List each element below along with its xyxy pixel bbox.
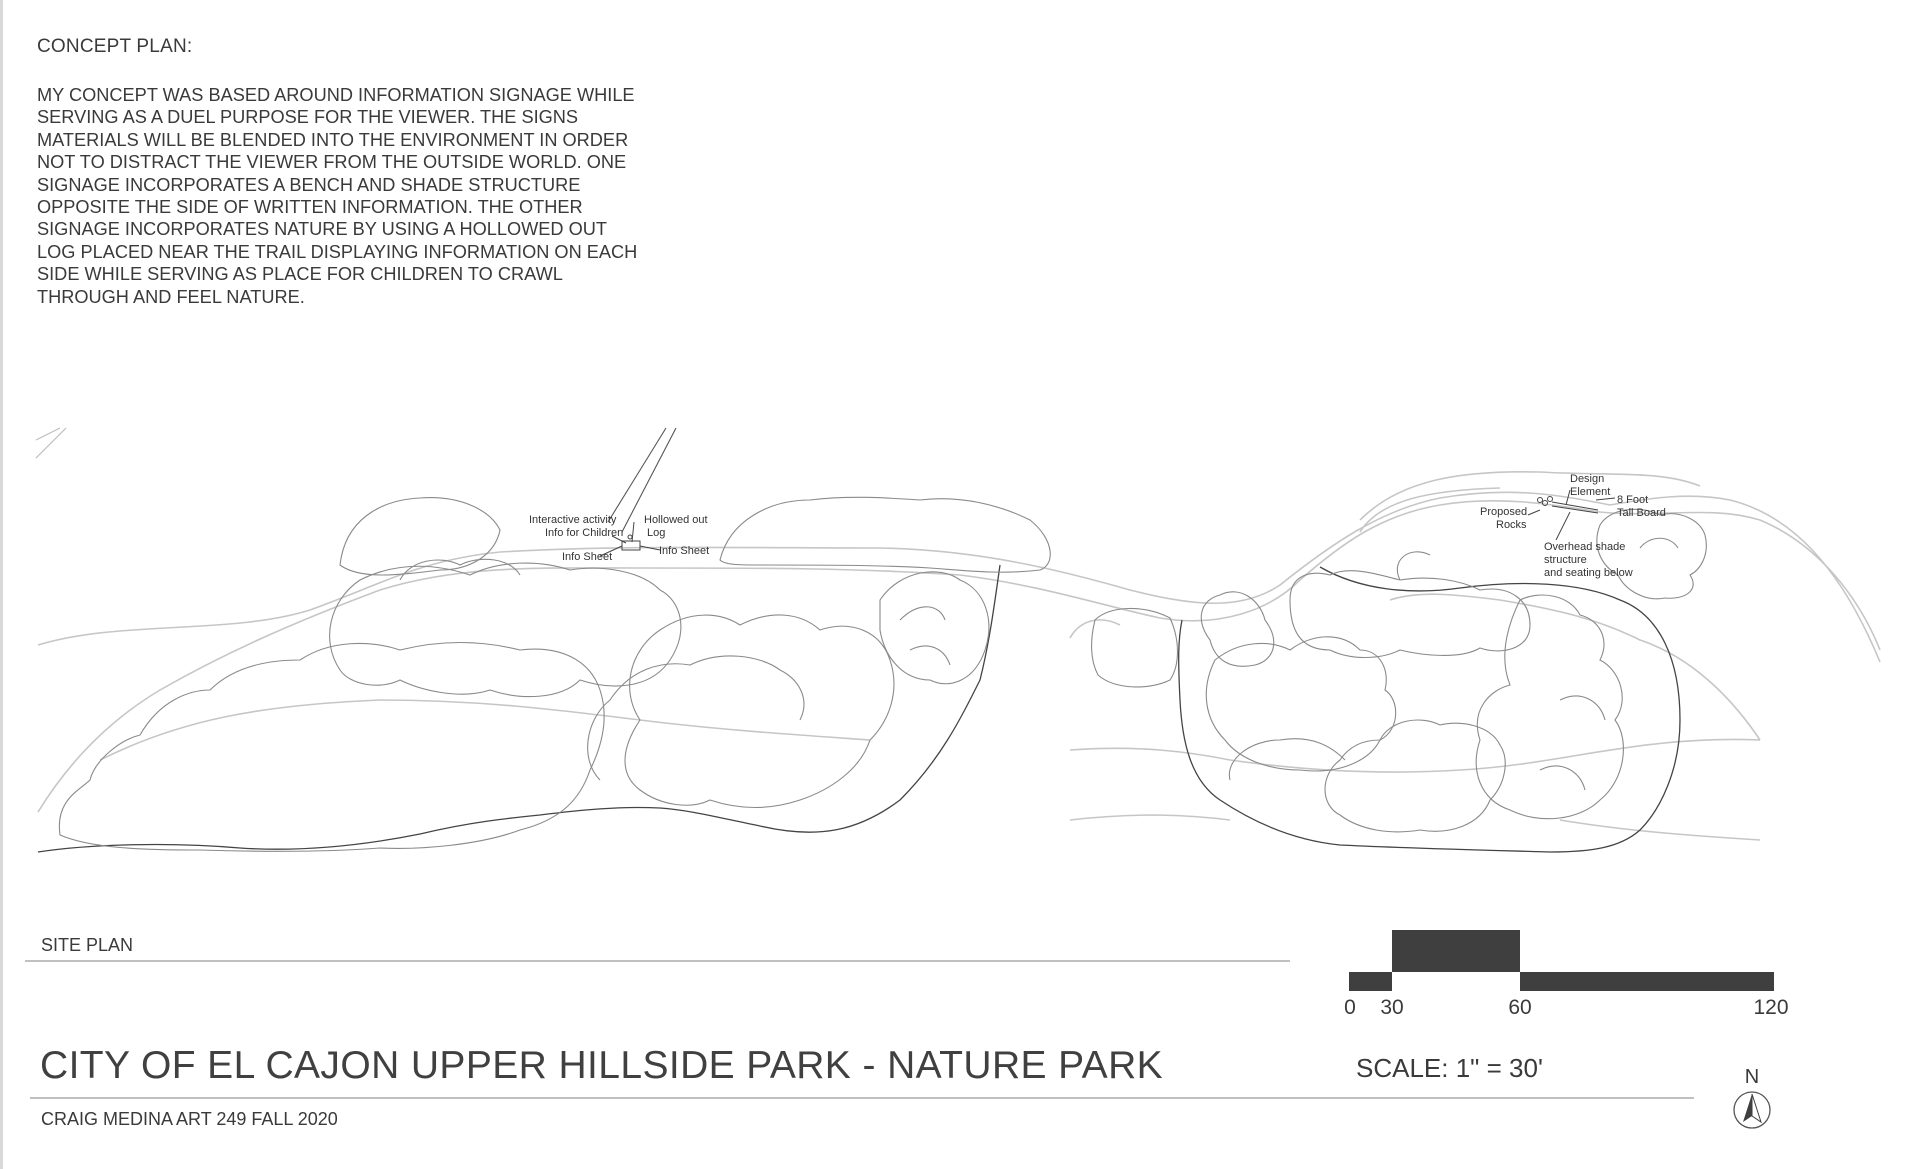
right-tree-canopies xyxy=(1200,551,1624,833)
label-info-sheet-left: Info Sheet xyxy=(562,551,612,563)
scale-tick: 60 xyxy=(1508,996,1532,1019)
concept-line: OPPOSITE THE SIDE OF WRITTEN INFORMATION… xyxy=(37,197,583,218)
left-tree-canopies xyxy=(58,496,1178,852)
label-8-foot: 8 Foot xyxy=(1617,494,1648,506)
label-proposed: Proposed xyxy=(1480,506,1527,518)
scale-tick: 0 xyxy=(1344,996,1356,1019)
label-info-for-children: Info for Children xyxy=(545,527,623,539)
author-credit: CRAIG MEDINA ART 249 FALL 2020 xyxy=(41,1109,338,1129)
access-path xyxy=(607,427,677,533)
label-overhead-shade: Overhead shade xyxy=(1544,541,1625,553)
scale-label: SCALE: 1" = 30' xyxy=(1356,1053,1543,1083)
concept-line: SIGNAGE INCORPORATES NATURE BY USING A H… xyxy=(37,219,607,240)
label-element: Element xyxy=(1570,486,1610,498)
label-interactive-activity: Interactive activity xyxy=(529,514,617,526)
right-small-canopy xyxy=(1596,508,1707,600)
concept-line: LOG PLACED NEAR THE TRAIL DISPLAYING INF… xyxy=(37,241,638,262)
label-info-sheet-right: Info Sheet xyxy=(659,545,709,557)
concept-line: SIGNAGE INCORPORATES A BENCH AND SHADE S… xyxy=(37,174,581,195)
bench-shade-detail xyxy=(1527,489,1616,541)
label-hollowed-out: Hollowed out xyxy=(644,514,708,526)
sheet-edge xyxy=(0,0,3,1169)
corner-hatch xyxy=(35,427,67,459)
trail-lines xyxy=(37,470,1881,841)
scale-tick: 30 xyxy=(1380,996,1404,1019)
scale-tick: 120 xyxy=(1753,996,1789,1019)
plan-annotations: Interactive activity Info for Children H… xyxy=(529,473,1666,579)
left-planting-boundary xyxy=(37,564,1001,853)
right-planting-boundary xyxy=(1178,566,1681,853)
concept-line: SERVING AS A DUEL PURPOSE FOR THE VIEWER… xyxy=(37,107,579,128)
label-structure: structure xyxy=(1544,554,1587,566)
label-design: Design xyxy=(1570,473,1604,485)
concept-line: SIDE WHILE SERVING AS PLACE FOR CHILDREN… xyxy=(37,264,563,285)
scale-segment-60-120 xyxy=(1520,972,1774,991)
label-tall-board: Tall Board xyxy=(1617,507,1666,519)
concept-line: MY CONCEPT WAS BASED AROUND INFORMATION … xyxy=(37,85,635,105)
scale-segment-30-60 xyxy=(1392,930,1520,972)
label-rocks: Rocks xyxy=(1496,519,1527,531)
concept-text: MY CONCEPT WAS BASED AROUND INFORMATION … xyxy=(37,84,677,308)
concept-line: NOT TO DISTRACT THE VIEWER FROM THE OUTS… xyxy=(37,152,627,173)
page-title: CITY OF EL CAJON UPPER HILLSIDE PARK - N… xyxy=(40,1044,1164,1087)
hollowed-log-detail xyxy=(599,521,661,557)
scale-segment-0-30 xyxy=(1349,972,1392,991)
label-seating-below: and seating below xyxy=(1544,567,1633,579)
concept-line: THROUGH AND FEEL NATURE. xyxy=(37,286,305,307)
north-arrow-icon xyxy=(1733,1091,1771,1129)
scale-bar xyxy=(1349,930,1774,991)
label-log: Log xyxy=(647,527,665,539)
concept-heading: CONCEPT PLAN: xyxy=(37,36,193,57)
north-label: N xyxy=(1744,1066,1760,1088)
concept-line: MATERIALS WILL BE BLENDED INTO THE ENVIR… xyxy=(37,129,629,150)
site-plan-label: SITE PLAN xyxy=(41,935,134,955)
